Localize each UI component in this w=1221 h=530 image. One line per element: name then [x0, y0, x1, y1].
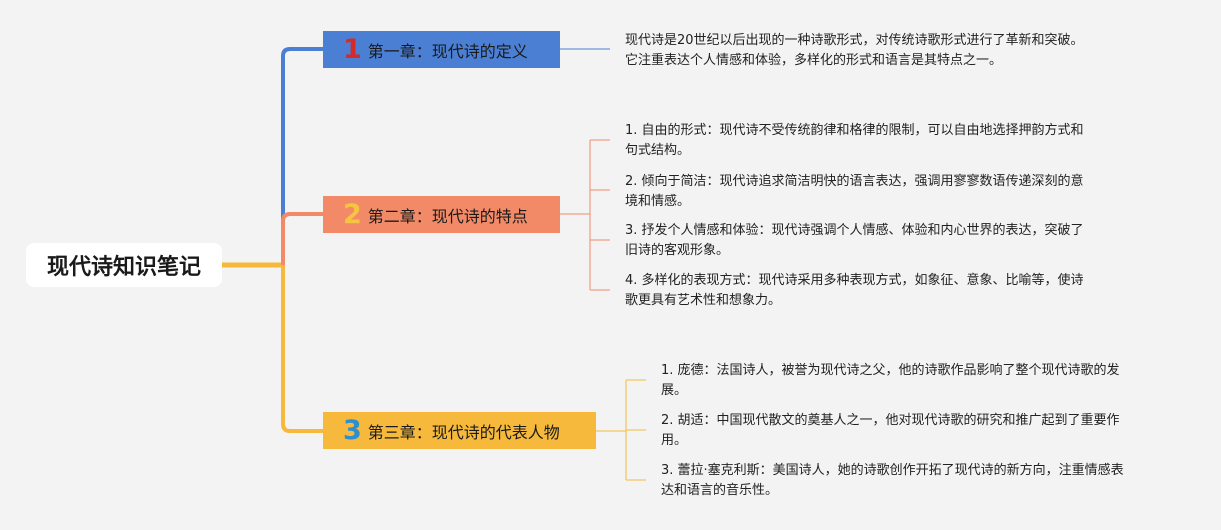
note-2-2[interactable]: 2. 倾向于简洁：现代诗追求简洁明快的语言表达，强调用寥寥数语传递深刻的意 境和… [625, 172, 1084, 212]
note-line: 1. 庞德：法国诗人，被誉为现代诗之父，他的诗歌作品影响了整个现代诗歌的发 [661, 363, 1120, 378]
note-2-3[interactable]: 3. 抒发个人情感和体验：现代诗强调个人情感、体验和内心世界的表达，突破了 旧诗… [625, 221, 1084, 261]
chapter-node-1[interactable]: 1 第一章：现代诗的定义 [323, 31, 560, 68]
note-2-4[interactable]: 4. 多样化的表现方式：现代诗采用多种表现方式，如象征、意象、比喻等，使诗 歌更… [625, 271, 1084, 311]
note-line: 它注重表达个人情感和体验，多样化的形式和语言是其特点之一。 [625, 53, 1003, 68]
chapter-node-2[interactable]: 2 第二章：现代诗的特点 [323, 196, 560, 233]
note-2-1[interactable]: 1. 自由的形式：现代诗不受传统韵律和格律的限制，可以自由地选择押韵方式和 句式… [625, 121, 1084, 161]
note-line: 句式结构。 [625, 143, 691, 158]
note-line: 旧诗的客观形象。 [625, 243, 730, 258]
note-line: 3. 抒发个人情感和体验：现代诗强调个人情感、体验和内心世界的表达，突破了 [625, 223, 1084, 238]
chapter-number-2: 2 [343, 199, 362, 230]
note-3-3[interactable]: 3. 蕾拉·塞克利斯：美国诗人，她的诗歌创作开拓了现代诗的新方向，注重情感表 达… [661, 461, 1124, 501]
chapter-label-2: 第二章：现代诗的特点 [367, 206, 528, 226]
chapter-number-3: 3 [343, 415, 362, 446]
chapter-label-3: 第三章：现代诗的代表人物 [367, 422, 560, 442]
note-line: 境和情感。 [625, 194, 691, 209]
note-3-1[interactable]: 1. 庞德：法国诗人，被誉为现代诗之父，他的诗歌作品影响了整个现代诗歌的发 展。 [661, 361, 1120, 401]
note-line: 4. 多样化的表现方式：现代诗采用多种表现方式，如象征、意象、比喻等，使诗 [625, 273, 1084, 288]
note-line: 2. 倾向于简洁：现代诗追求简洁明快的语言表达，强调用寥寥数语传递深刻的意 [625, 174, 1084, 189]
root-node[interactable]: 现代诗知识笔记 [26, 243, 222, 287]
note-line: 3. 蕾拉·塞克利斯：美国诗人，她的诗歌创作开拓了现代诗的新方向，注重情感表 [661, 463, 1124, 478]
note-line: 展。 [661, 383, 688, 398]
root-label: 现代诗知识笔记 [46, 255, 201, 280]
chapter-2-connector [281, 212, 323, 265]
note-1-1[interactable]: 现代诗是20世纪以后出现的一种诗歌形式，对传统诗歌形式进行了革新和突破。 它注重… [625, 31, 1084, 71]
note-3-2[interactable]: 2. 胡适：中国现代散文的奠基人之一，他对现代诗歌的研究和推广起到了重要作 用。 [661, 411, 1120, 451]
note-line: 达和语言的音乐性。 [661, 483, 779, 498]
note-line: 2. 胡适：中国现代散文的奠基人之一，他对现代诗歌的研究和推广起到了重要作 [661, 413, 1120, 428]
chapter-node-3[interactable]: 3 第三章：现代诗的代表人物 [323, 412, 596, 449]
chapter-label-1: 第一章：现代诗的定义 [367, 41, 528, 61]
chapter-3-connector [281, 265, 323, 433]
note-line: 用。 [661, 433, 688, 448]
note-line: 1. 自由的形式：现代诗不受传统韵律和格律的限制，可以自由地选择押韵方式和 [625, 123, 1084, 138]
chapter-1-connector [281, 47, 323, 265]
note-line: 现代诗是20世纪以后出现的一种诗歌形式，对传统诗歌形式进行了革新和突破。 [625, 33, 1084, 48]
chapter-number-1: 1 [343, 34, 362, 65]
note-line: 歌更具有艺术性和想象力。 [625, 293, 782, 308]
